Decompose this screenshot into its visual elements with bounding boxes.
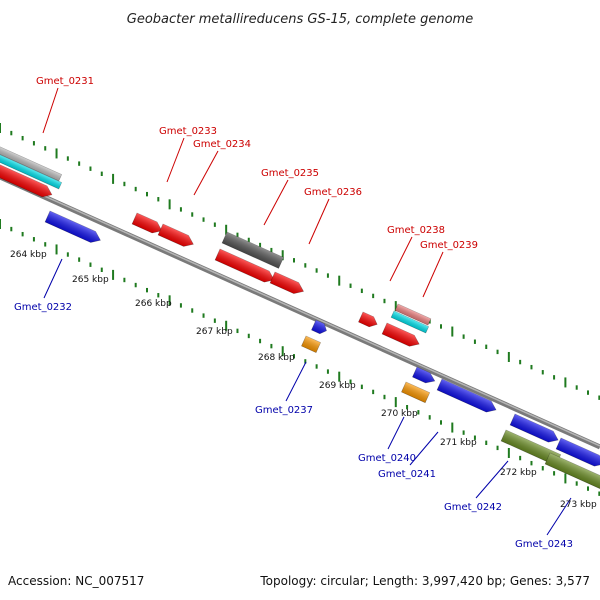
- gene-label-gmet_0242[interactable]: Gmet_0242: [444, 502, 502, 513]
- gene-block-shading: [222, 232, 284, 269]
- gene-block-shading: [45, 211, 101, 243]
- topology-text: Topology: circular; Length: 3,997,420 bp…: [259, 574, 590, 588]
- gene-block-shading: [0, 145, 62, 181]
- gene-block-shading: [158, 224, 194, 247]
- tick-label-272: 272 kbp: [500, 468, 537, 478]
- gene-leader-line: [42, 87, 59, 134]
- gene-leader-line: [285, 361, 307, 402]
- gene-feature-gmet_0241[interactable]: [436, 378, 498, 415]
- gene-leader-line: [193, 150, 219, 196]
- gene-feature-gmet_0235[interactable]: [221, 231, 284, 269]
- genome-backbone: [0, 174, 600, 450]
- gene-feature-gmet_0237[interactable]: [311, 319, 328, 336]
- gene-label-gmet_0241[interactable]: Gmet_0241: [378, 469, 436, 480]
- position-labels: 264 kbp 265 kbp 266 kbp 267 kbp 268 kbp …: [10, 250, 597, 510]
- gene-label-gmet_0237[interactable]: Gmet_0237: [255, 405, 313, 416]
- gene-label-gmet_0236[interactable]: Gmet_0236: [304, 187, 362, 198]
- gene-label-gmet_0235[interactable]: Gmet_0235: [261, 168, 319, 179]
- gene-block-shading: [395, 304, 431, 326]
- gene-feature-gmet_0236[interactable]: [214, 248, 276, 285]
- gene-block-shading: [382, 323, 420, 347]
- map-title: Geobacter metallireducens GS-15, complet…: [127, 12, 473, 27]
- gene-block-shading: [270, 272, 304, 294]
- gene-features: [0, 144, 600, 489]
- gene-feature-gmet_0231[interactable]: [0, 162, 54, 200]
- gene-feature-gmet_0231[interactable]: [0, 152, 63, 190]
- gene-feature-gmet_0239[interactable]: [381, 322, 422, 350]
- gene-label-gmet_0240[interactable]: Gmet_0240: [358, 453, 416, 464]
- gene-block-shading: [358, 312, 378, 327]
- gene-leader-line: [389, 236, 413, 282]
- gene-leader-line: [387, 416, 405, 450]
- gene-block-shading: [501, 430, 561, 466]
- tick-label-264: 264 kbp: [10, 250, 47, 260]
- gene-label-gmet_0234[interactable]: Gmet_0234: [193, 139, 251, 150]
- gene-block-shading: [556, 438, 600, 467]
- gene-block-shading: [391, 311, 429, 333]
- tick-label-270: 270 kbp: [381, 409, 418, 419]
- gene-feature-gmet_0242[interactable]: [509, 413, 561, 445]
- gene-block-shading: [510, 414, 559, 443]
- tick-label-271: 271 kbp: [440, 438, 477, 448]
- gene-leader-line: [546, 497, 572, 536]
- gene-feature-gmet_0240[interactable]: [412, 366, 437, 386]
- gene-feature-gmet_0243[interactable]: [555, 437, 600, 469]
- gene-feature-gmet_0237[interactable]: [301, 335, 321, 353]
- gene-feature-gmet_0233[interactable]: [131, 212, 164, 236]
- gene-block-shading: [311, 320, 327, 334]
- gene-leader-line: [409, 431, 439, 466]
- tick-label-267: 267 kbp: [196, 327, 233, 337]
- gene-label-gmet_0243[interactable]: Gmet_0243: [515, 539, 573, 550]
- gene-block-shading: [412, 367, 435, 383]
- gene-leader-line: [308, 198, 330, 245]
- gene-block-shading: [0, 163, 52, 197]
- gene-leader-line: [263, 179, 289, 226]
- gene-leader-line: [43, 258, 63, 299]
- gene-block-shading: [0, 153, 62, 189]
- gene-block-shading: [401, 382, 430, 403]
- gene-label-gmet_0231[interactable]: Gmet_0231: [36, 76, 94, 87]
- gene-block-shading: [132, 213, 162, 233]
- outer-tick-track: [0, 123, 600, 400]
- gene-feature-gmet_0236[interactable]: [269, 271, 306, 297]
- gene-label-gmet_0232[interactable]: Gmet_0232: [14, 302, 72, 313]
- gene-feature-gmet_0239[interactable]: [390, 310, 430, 334]
- gene-block-shading: [545, 453, 600, 489]
- accession-text: Accession: NC_007517: [8, 574, 144, 588]
- gene-block-shading: [215, 249, 275, 283]
- tick-label-268: 268 kbp: [258, 353, 295, 363]
- inner-tick-track: [0, 219, 600, 496]
- gene-leader-line: [166, 137, 185, 183]
- gene-label-gmet_0238[interactable]: Gmet_0238: [387, 225, 445, 236]
- gene-leader-line: [475, 460, 509, 499]
- tick-label-273: 273 kbp: [560, 500, 597, 510]
- genome-backbone-highlight: [0, 175, 600, 447]
- gene-feature-gmet_0240[interactable]: [401, 381, 431, 404]
- gene-leader-line: [422, 251, 444, 298]
- gene-feature-gmet_0231[interactable]: [0, 144, 63, 182]
- gene-block-shading: [301, 336, 321, 353]
- tick-label-269: 269 kbp: [319, 381, 356, 391]
- gene-label-gmet_0233[interactable]: Gmet_0233: [159, 126, 217, 137]
- tick-label-265: 265 kbp: [72, 275, 109, 285]
- gene-label-gmet_0239[interactable]: Gmet_0239: [420, 240, 478, 251]
- gene-feature-gmet_0234[interactable]: [157, 223, 196, 250]
- gene-feature-gmet_0232[interactable]: [44, 210, 103, 246]
- tick-label-266: 266 kbp: [135, 299, 172, 309]
- gene-block-shading: [437, 379, 497, 413]
- gene-feature-gmet_0238[interactable]: [358, 311, 379, 329]
- gene-feature-gmet_0238[interactable]: [394, 303, 432, 326]
